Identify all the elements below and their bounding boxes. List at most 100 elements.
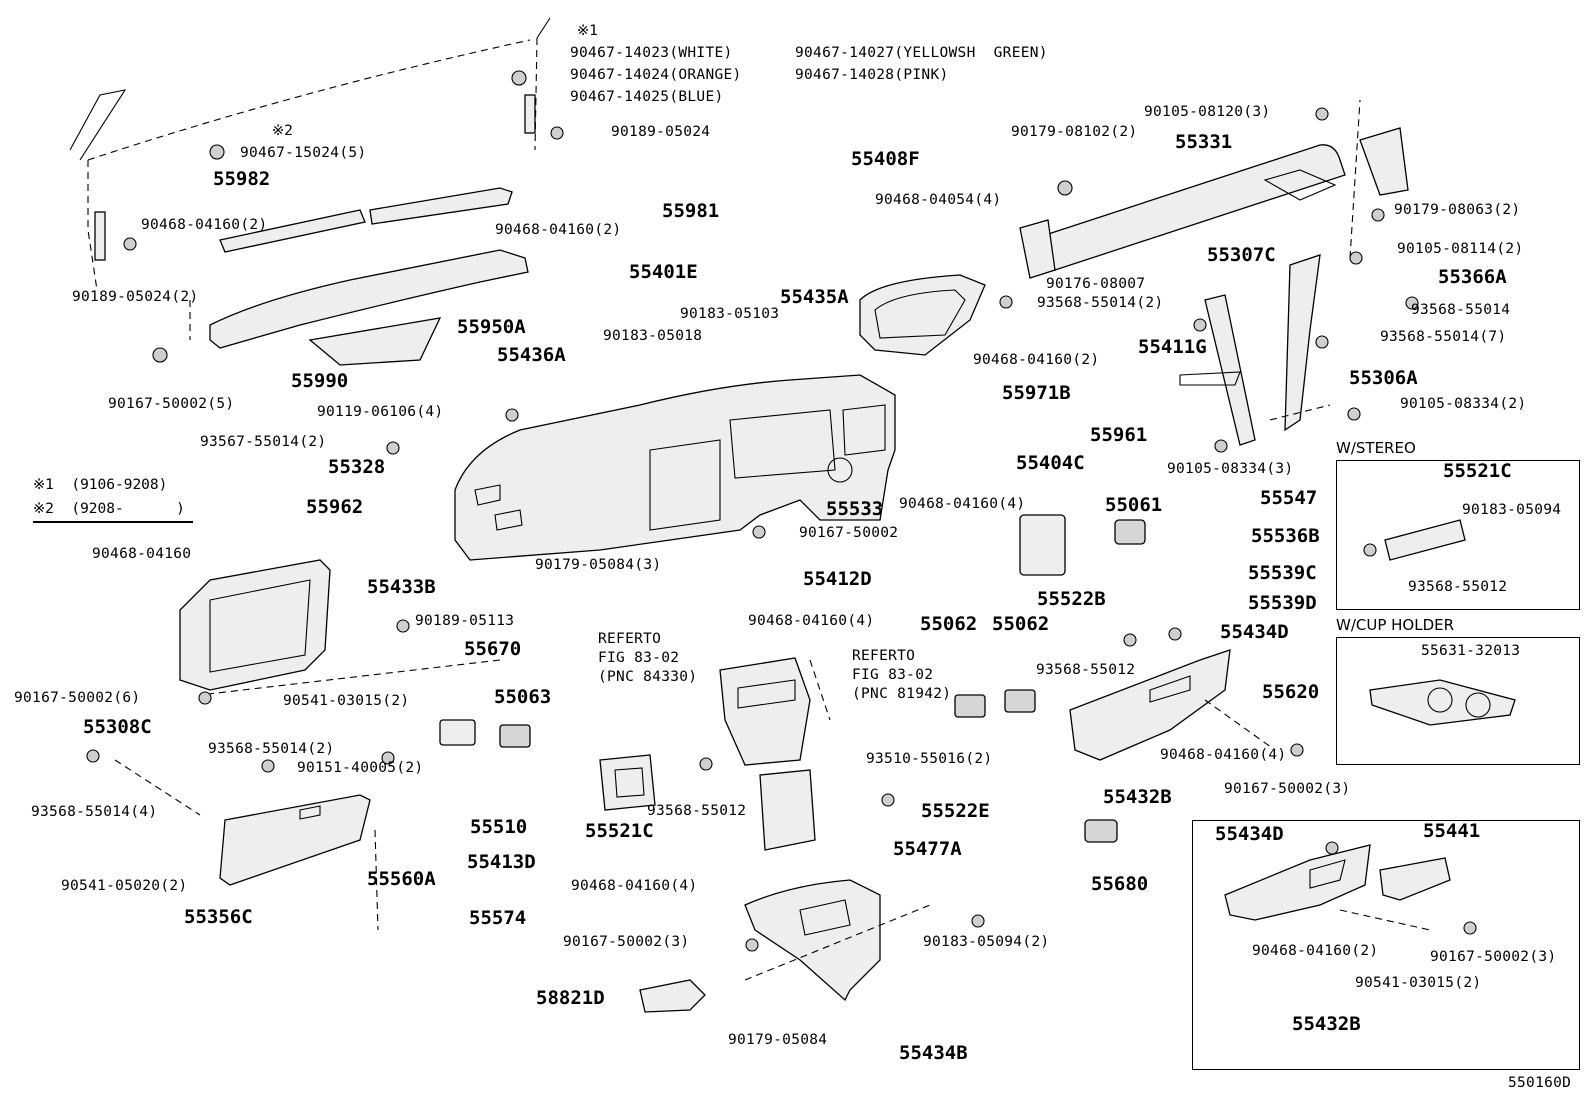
part-label-p55574: 55574 [469, 907, 527, 929]
stereo-section-frame [1336, 460, 1580, 610]
part-label-p04160i: 90468-04160(2) [1252, 943, 1379, 959]
note-2: ※2 (9208- ) [33, 501, 185, 517]
part-label-p55012c: 93568-55012 [647, 803, 747, 819]
part-label-p55014b: 93568-55014(7) [1380, 329, 1507, 345]
mark-2: ※2 [272, 123, 293, 139]
part-label-p55012b: 93568-55012 [1036, 662, 1136, 678]
part-label-p15024: 90467-15024(5) [240, 145, 367, 161]
reference-1-line2: FIG 83-02 [598, 650, 680, 666]
part-label-p03015b: 90541-03015(2) [1355, 975, 1482, 991]
part-label-p55306A: 55306A [1349, 367, 1418, 389]
part-label-p55404C: 55404C [1016, 452, 1085, 474]
part-label-p04160g: 90468-04160(4) [571, 878, 698, 894]
part-label-p55401E: 55401E [629, 261, 698, 283]
reference-2-line1: REFERTO [852, 648, 916, 664]
part-label-p55432Bb: 55432B [1292, 1013, 1361, 1035]
part-label-p50002a: 90167-50002(5) [108, 396, 235, 412]
reference-2-line2: FIG 83-02 [852, 667, 934, 683]
part-label-p55433B: 55433B [367, 576, 436, 598]
reference-1-line3: (PNC 84330) [598, 669, 698, 685]
part-label-p55950A: 55950A [457, 316, 526, 338]
part-label-p55432Ba: 55432B [1103, 786, 1172, 808]
part-label-p06106: 90119-06106(4) [317, 404, 444, 420]
part-label-p55631: 55631-32013 [1421, 643, 1521, 659]
part-label-p55522E: 55522E [921, 800, 990, 822]
part-label-p55063: 55063 [494, 686, 552, 708]
part-label-p55961: 55961 [1090, 424, 1148, 446]
part-label-c14025: 90467-14025(BLUE) [570, 89, 724, 105]
part-label-p55014a: 93568-55014 [1411, 302, 1511, 318]
section-title-stereo: W/STEREO [1336, 439, 1416, 457]
cupholder-section-frame [1336, 637, 1580, 765]
part-label-p55062a: 55062 [920, 613, 978, 635]
part-label-p04160f: 90468-04160(4) [748, 613, 875, 629]
part-label-p04160b: 90468-04160(2) [495, 222, 622, 238]
part-label-p50002b: 90167-50002 [799, 525, 899, 541]
part-label-c14027: 90467-14027(YELLOWSH GREEN) [795, 45, 1048, 61]
part-label-p04160c: 90468-04160(2) [973, 352, 1100, 368]
section-title-cup-holder: W/CUP HOLDER [1336, 616, 1455, 634]
part-label-p55982: 55982 [213, 168, 271, 190]
part-label-p55061: 55061 [1105, 494, 1163, 516]
part-label-p55477A: 55477A [893, 838, 962, 860]
part-label-p55620: 55620 [1262, 681, 1320, 703]
part-label-c14028: 90467-14028(PINK) [795, 67, 949, 83]
part-label-c14023: 90467-14023(WHITE) [570, 45, 733, 61]
part-label-p58821D: 58821D [536, 987, 605, 1009]
part-label-p90189a: 90189-05024 [611, 124, 711, 140]
part-label-p55436A: 55436A [497, 344, 566, 366]
part-label-p55560A: 55560A [367, 868, 436, 890]
mark-1: ※1 [577, 23, 598, 39]
part-label-p55435A: 55435A [780, 286, 849, 308]
part-label-p05084b: 90179-05084 [728, 1032, 828, 1048]
part-label-p50002f: 90167-50002(3) [1430, 949, 1557, 965]
reference-2-line3: (PNC 81942) [852, 686, 952, 702]
part-label-p55012a: 93568-55012 [1408, 579, 1508, 595]
part-label-p03015a: 90541-03015(2) [283, 693, 410, 709]
note-1: ※1 (9106-9208) [33, 477, 168, 493]
part-label-p55521Ca: 55521C [1443, 460, 1512, 482]
part-label-p55670: 55670 [464, 638, 522, 660]
part-label-p05084a: 90179-05084(3) [535, 557, 662, 573]
part-label-p55441: 55441 [1423, 820, 1481, 842]
part-label-p55062b: 55062 [992, 613, 1050, 635]
part-label-p50002e: 90167-50002(3) [563, 934, 690, 950]
part-label-p55990: 55990 [291, 370, 349, 392]
part-label-p55522B: 55522B [1037, 588, 1106, 610]
note-underline [33, 521, 193, 523]
part-label-p50002d: 90167-50002(3) [1224, 781, 1351, 797]
part-label-p05103: 90183-05103 [680, 306, 780, 322]
lower-panel-inset-frame [1192, 820, 1580, 1070]
part-label-p55510: 55510 [470, 816, 528, 838]
part-label-p55014c: 93568-55014(2) [1037, 295, 1164, 311]
part-label-p55962: 55962 [306, 496, 364, 518]
part-label-p55014e: 93568-55014(4) [31, 804, 158, 820]
part-label-p55434Da: 55434D [1220, 621, 1289, 643]
diagram-id: 550160D [1508, 1075, 1572, 1091]
part-label-p55680: 55680 [1091, 873, 1149, 895]
part-label-p55434Db: 55434D [1215, 823, 1284, 845]
part-label-p55521Cb: 55521C [585, 820, 654, 842]
part-label-p55412D: 55412D [803, 568, 872, 590]
part-label-p05018: 90183-05018 [603, 328, 703, 344]
part-label-p55308C: 55308C [83, 716, 152, 738]
part-label-p55408F: 55408F [851, 148, 920, 170]
part-label-p08120: 90105-08120(3) [1144, 104, 1271, 120]
part-label-c14024: 90467-14024(ORANGE) [570, 67, 742, 83]
part-label-p04160e: 90468-04160 [92, 546, 192, 562]
part-label-p55413D: 55413D [467, 851, 536, 873]
part-label-p55539D: 55539D [1248, 592, 1317, 614]
part-label-p55536B: 55536B [1251, 525, 1320, 547]
part-label-p04054: 90468-04054(4) [875, 192, 1002, 208]
part-label-p08114: 90105-08114(2) [1397, 241, 1524, 257]
part-label-p05094a: 90183-05094 [1462, 502, 1562, 518]
part-label-p90189b: 90189-05024(2) [72, 289, 199, 305]
part-label-p55539C: 55539C [1248, 562, 1317, 584]
part-label-p08334a: 90105-08334(2) [1400, 396, 1527, 412]
part-label-p08007: 90176-08007 [1046, 276, 1146, 292]
part-label-p55331: 55331 [1175, 131, 1233, 153]
reference-1-line1: REFERTO [598, 631, 662, 647]
part-label-p55547: 55547 [1260, 487, 1318, 509]
part-label-p55328: 55328 [328, 456, 386, 478]
